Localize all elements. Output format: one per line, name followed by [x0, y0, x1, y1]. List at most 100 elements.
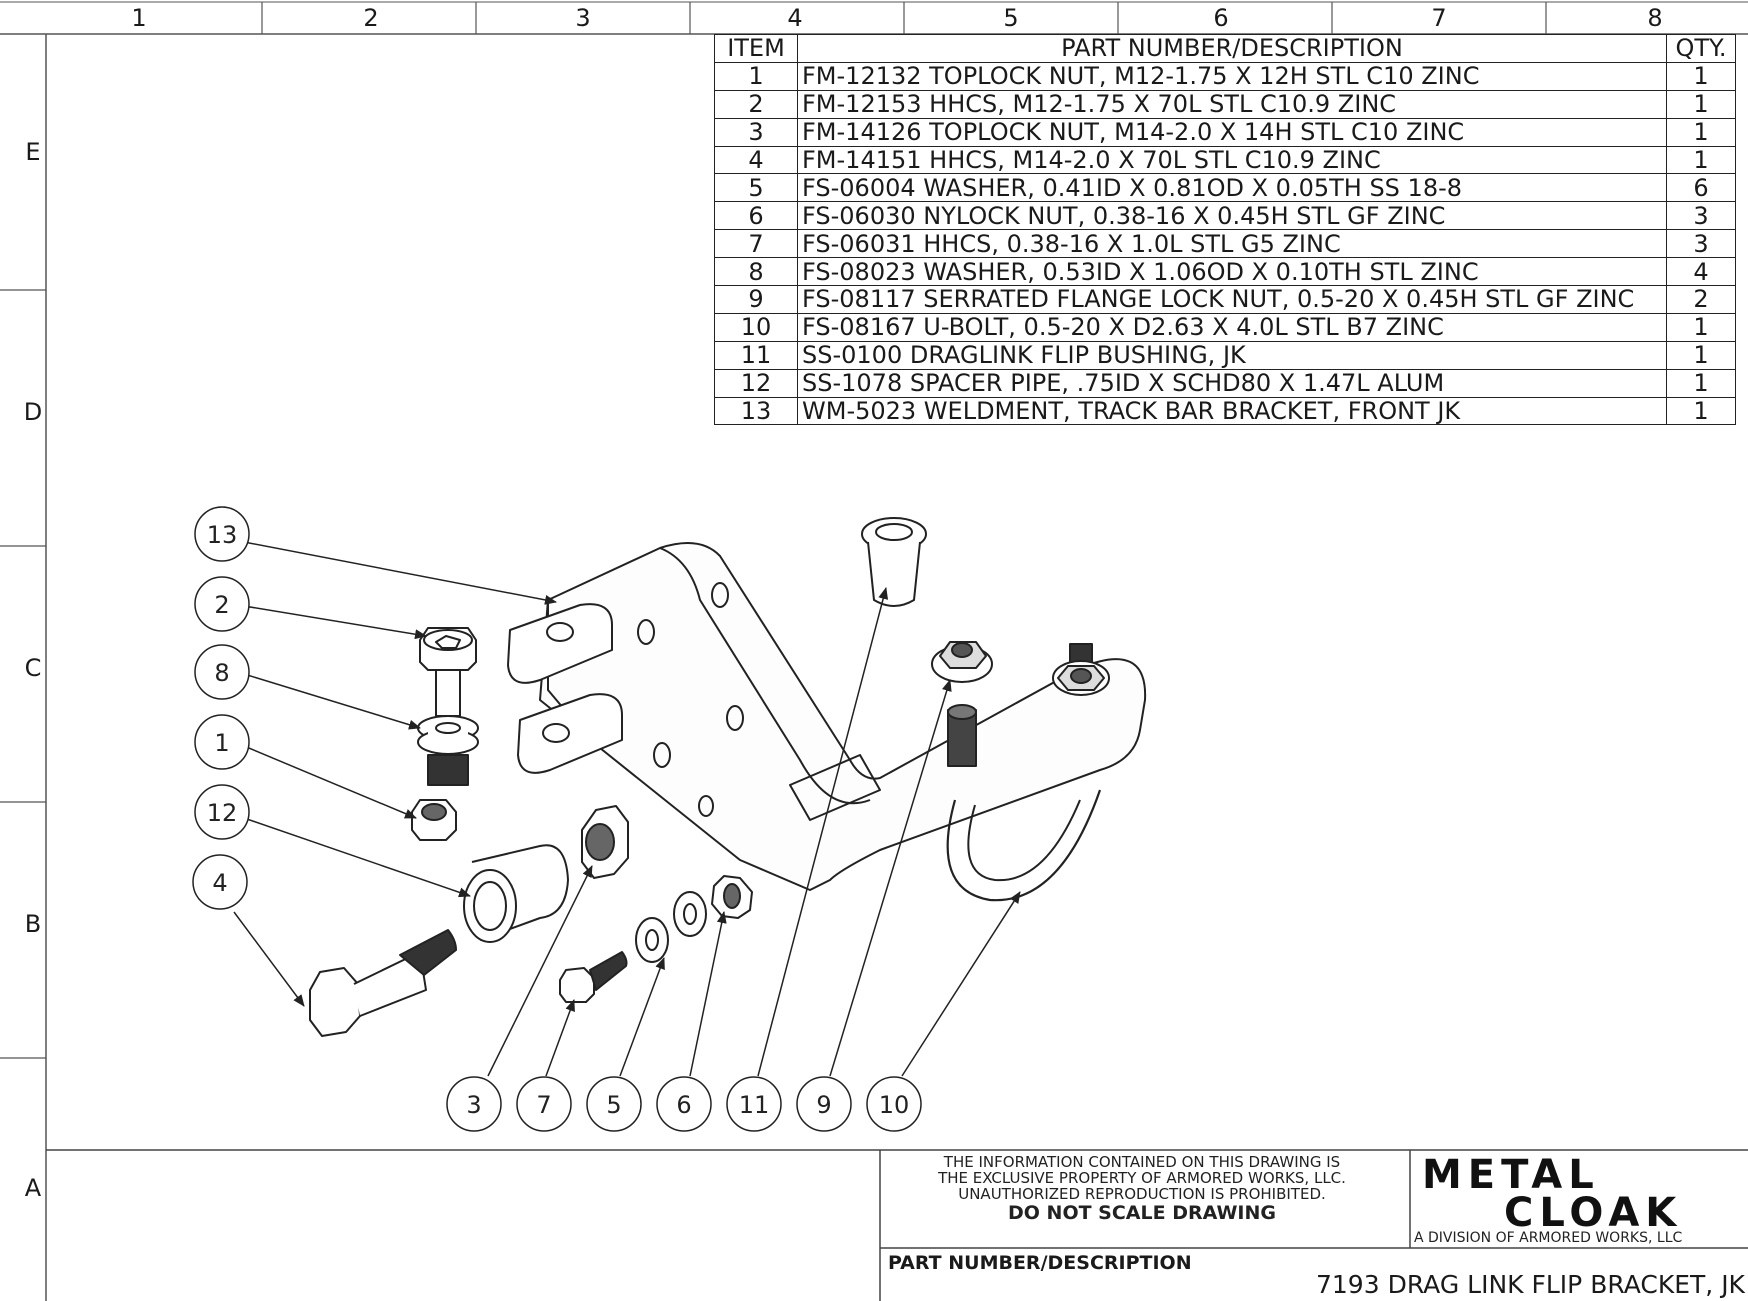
notice-line: THE EXCLUSIVE PROPERTY OF ARMORED WORKS,… [938, 1169, 1346, 1187]
column-label: 4 [787, 4, 803, 32]
notice-line: THE INFORMATION CONTAINED ON THIS DRAWIN… [943, 1153, 1341, 1171]
column-label: 8 [1647, 4, 1663, 32]
column-label: 6 [1213, 4, 1229, 32]
svg-text:5: 5 [606, 1091, 621, 1119]
balloon-10: 10 [866, 1076, 922, 1132]
bom-qty: 1 [1666, 396, 1736, 426]
do-not-scale-note: DO NOT SCALE DRAWING [1008, 1202, 1276, 1224]
balloon-4: 4 [192, 854, 248, 910]
svg-text:12: 12 [207, 799, 238, 827]
bom-item: 10 [714, 312, 798, 342]
bom-header-row: ITEM PART NUMBER/DESCRIPTION QTY. [714, 34, 1736, 63]
washer-0-53 [673, 891, 707, 937]
balloon-6: 6 [656, 1076, 712, 1132]
column-label: 3 [575, 4, 591, 32]
nylock-nut [711, 875, 753, 919]
bom-qty: 1 [1666, 61, 1736, 91]
bolt-0-38 [559, 951, 628, 1003]
svg-text:10: 10 [879, 1091, 910, 1119]
spacer-pipe [463, 844, 569, 943]
row-label: C [24, 654, 42, 682]
bom-description: FM-12153 HHCS, M12-1.75 X 70L STL C10.9 … [797, 89, 1667, 119]
bom-description: FS-06031 HHCS, 0.38-16 X 1.0L STL G5 ZIN… [797, 229, 1667, 259]
bolt-m14 [309, 929, 457, 1037]
bom-item: 4 [714, 145, 798, 175]
washer-0-41 [635, 917, 669, 963]
bom-description: WM-5023 WELDMENT, TRACK BAR BRACKET, FRO… [797, 396, 1667, 426]
notice-line: UNAUTHORIZED REPRODUCTION IS PROHIBITED. [958, 1185, 1326, 1203]
bom-header-qty: QTY. [1666, 34, 1736, 63]
svg-text:1: 1 [214, 729, 229, 757]
bom-item: 1 [714, 61, 798, 91]
svg-text:13: 13 [207, 521, 238, 549]
svg-text:8: 8 [214, 659, 229, 687]
bom-qty: 4 [1666, 257, 1736, 287]
balloon-1: 1 [194, 714, 250, 770]
bom-qty: 1 [1666, 340, 1736, 370]
bom-header-item: ITEM [714, 34, 798, 63]
bom-description: FS-08023 WASHER, 0.53ID X 1.06OD X 0.10T… [797, 257, 1667, 287]
serrated-flange-nut [931, 641, 993, 683]
balloon-12: 12 [194, 784, 250, 840]
bom-item: 7 [714, 229, 798, 259]
bom-item: 13 [714, 396, 798, 426]
svg-text:6: 6 [676, 1091, 691, 1119]
bom-qty: 1 [1666, 368, 1736, 398]
draglink-flip-bushing [861, 517, 927, 607]
balloon-5: 5 [586, 1076, 642, 1132]
balloon-2: 2 [194, 576, 250, 632]
row-label: A [24, 1174, 42, 1202]
metal-cloak-logo: METAL CLOAK [1422, 1152, 1682, 1230]
balloon-3: 3 [446, 1076, 502, 1132]
bom-description: FM-12132 TOPLOCK NUT, M12-1.75 X 12H STL… [797, 61, 1667, 91]
bolt-m12 [417, 627, 479, 786]
bom-description: SS-0100 DRAGLINK FLIP BUSHING, JK [797, 340, 1667, 370]
toplock-nut-m14 [581, 805, 629, 879]
bom-item: 5 [714, 173, 798, 203]
svg-text:2: 2 [214, 591, 229, 619]
balloon-7: 7 [516, 1076, 572, 1132]
balloon-8: 8 [194, 644, 250, 700]
row-label: E [25, 138, 41, 166]
bom-qty: 2 [1666, 285, 1736, 314]
svg-text:4: 4 [212, 869, 227, 897]
bom-description: FS-08117 SERRATED FLANGE LOCK NUT, 0.5-2… [797, 285, 1667, 314]
bom-description: FS-06004 WASHER, 0.41ID X 0.81OD X 0.05T… [797, 173, 1667, 203]
svg-text:3: 3 [466, 1091, 481, 1119]
logo-subtitle: A DIVISION OF ARMORED WORKS, LLC [1414, 1230, 1683, 1246]
column-label: 1 [131, 4, 147, 32]
balloon-9: 9 [796, 1076, 852, 1132]
bom-qty: 1 [1666, 89, 1736, 119]
column-label: 7 [1431, 4, 1447, 32]
svg-text:METAL: METAL [1422, 1152, 1600, 1198]
part-number-value: 7193 DRAG LINK FLIP BRACKET, JK [1316, 1270, 1745, 1299]
bom-description: FM-14151 HHCS, M14-2.0 X 70L STL C10.9 Z… [797, 145, 1667, 175]
bom-description: FM-14126 TOPLOCK NUT, M14-2.0 X 14H STL … [797, 117, 1667, 147]
toplock-nut-m12 [411, 799, 457, 841]
svg-text:CLOAK: CLOAK [1504, 1190, 1682, 1230]
row-label: B [24, 910, 42, 938]
svg-text:7: 7 [536, 1091, 551, 1119]
track-bar-bracket-weldment [507, 542, 1147, 902]
column-label: 5 [1003, 4, 1019, 32]
bom-item: 6 [714, 201, 798, 231]
bom-description: SS-1078 SPACER PIPE, .75ID X SCHD80 X 1.… [797, 368, 1667, 398]
balloon-11: 11 [726, 1076, 782, 1132]
row-label: D [23, 398, 43, 426]
column-label: 2 [363, 4, 379, 32]
proprietary-notice: THE INFORMATION CONTAINED ON THIS DRAWIN… [882, 1154, 1402, 1224]
bom-qty: 3 [1666, 201, 1736, 231]
